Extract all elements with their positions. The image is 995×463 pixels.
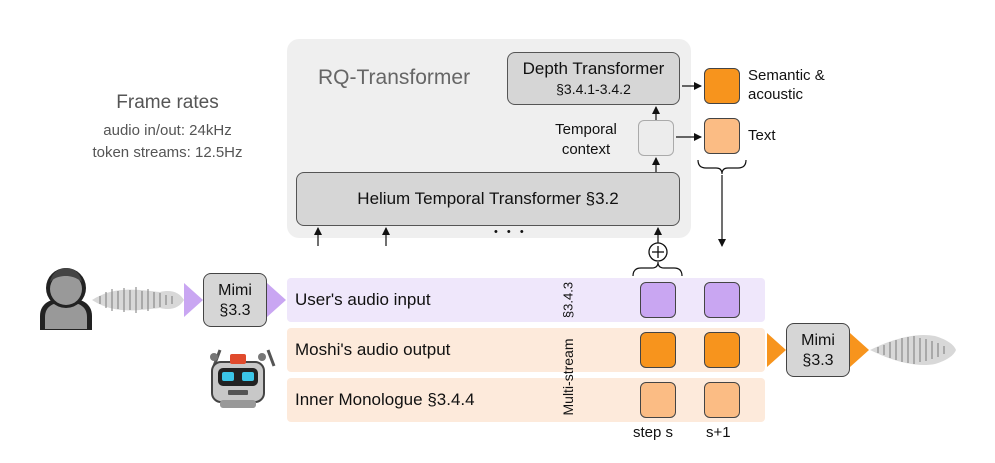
rq-transformer-title: RQ-Transformer	[318, 66, 471, 89]
output-brace	[697, 159, 747, 175]
orange-arrow-icon	[850, 333, 869, 367]
mimi-encoder-box: Mimi §3.3	[203, 273, 267, 327]
stream-user-label: User's audio input	[295, 290, 431, 309]
stream-inner-label: Inner Monologue §3.4.4	[295, 390, 475, 409]
frame-rate-audio: audio in/out: 24kHz	[103, 122, 232, 139]
robot-icon	[210, 349, 276, 408]
helium-label: Helium Temporal Transformer §3.2	[357, 189, 619, 208]
stream-user-audio: User's audio input	[287, 278, 765, 322]
depth-transformer-ref: §3.4.1-3.4.2	[556, 81, 631, 97]
step-s1-label: s+1	[706, 424, 731, 441]
semantic-acoustic-label: Semantic & acoustic	[748, 67, 825, 103]
temporal-context-box	[638, 120, 674, 156]
text-label: Text	[748, 127, 776, 144]
purple-arrow-icon	[184, 283, 203, 317]
text-token	[704, 118, 740, 154]
stream-moshi-audio: Moshi's audio output	[287, 328, 765, 372]
mimi-decoder-box: Mimi §3.3	[786, 323, 850, 377]
depth-transformer-box: Depth Transformer §3.4.1-3.4.2	[507, 52, 680, 105]
token-moshi-s1	[704, 332, 740, 368]
stream-moshi-label: Moshi's audio output	[295, 340, 451, 359]
semantic-acoustic-token	[704, 68, 740, 104]
token-user-s	[640, 282, 676, 318]
purple-arrow-icon	[267, 283, 286, 317]
ellipsis: • • •	[494, 226, 527, 238]
user-icon	[40, 268, 92, 330]
frame-rates: Frame rates audio in/out: 24kHz token st…	[60, 92, 275, 164]
frame-rates-title: Frame rates	[116, 92, 219, 113]
orange-arrow-icon	[767, 333, 786, 367]
mimi-encoder-ref: §3.3	[219, 302, 251, 319]
step-s-label: step s	[633, 424, 674, 441]
token-inner-s1	[704, 382, 740, 418]
input-waveform-icon	[92, 287, 184, 313]
mimi-decoder-name: Mimi	[801, 332, 835, 349]
mimi-decoder-ref: §3.3	[802, 352, 834, 369]
frame-rate-tokens: token streams: 12.5Hz	[92, 144, 243, 161]
token-moshi-s	[640, 332, 676, 368]
token-user-s1	[704, 282, 740, 318]
depth-transformer-title: Depth Transformer	[522, 59, 665, 78]
token-inner-s	[640, 382, 676, 418]
step-brace	[632, 261, 683, 277]
stream-inner-monologue: Inner Monologue §3.4.4	[287, 378, 765, 422]
helium-temporal-transformer-box: Helium Temporal Transformer §3.2	[296, 172, 680, 226]
mimi-encoder-name: Mimi	[218, 282, 252, 299]
temporal-context-label: Temporal context	[555, 121, 617, 158]
output-waveform-icon	[870, 334, 956, 366]
